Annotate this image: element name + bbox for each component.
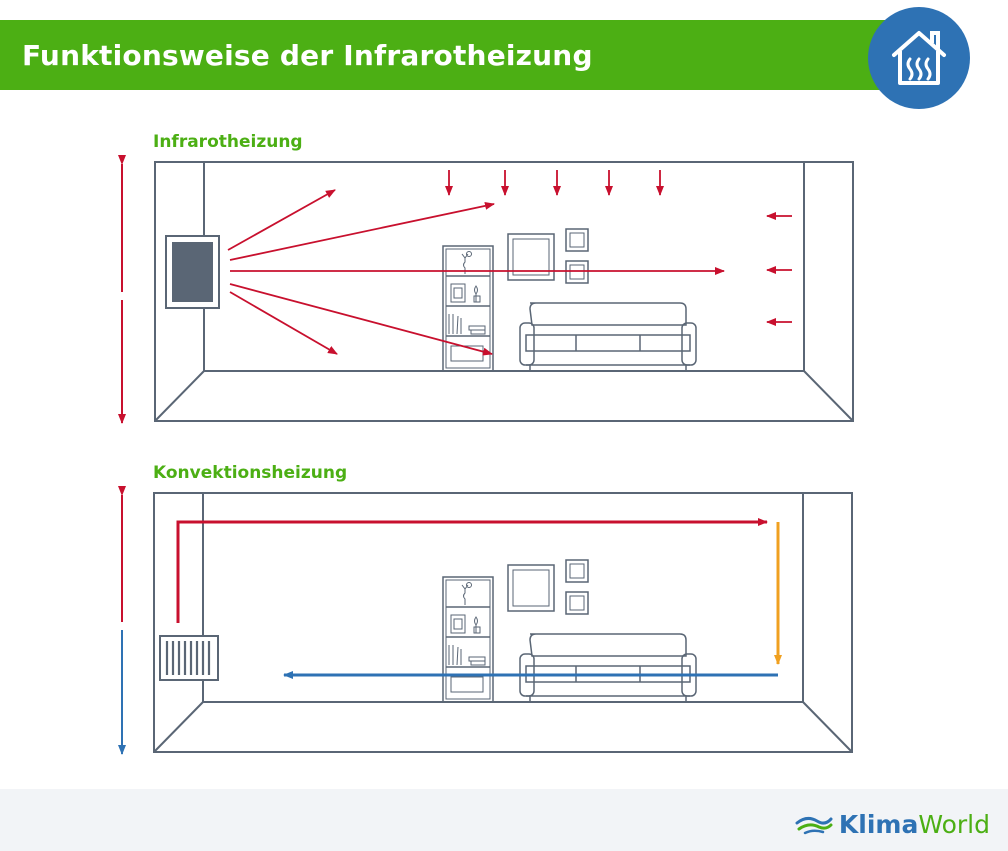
logo-world-text: World (918, 809, 990, 839)
page-title: Funktionsweise der Infrarotheizung (22, 39, 593, 72)
picture-frames (507, 228, 589, 284)
house-heat-icon (868, 7, 970, 109)
infrared-room (118, 155, 854, 424)
convection-section-label: Konvektionsheizung (153, 463, 348, 483)
convection-room (118, 486, 853, 755)
radiator (159, 635, 219, 681)
infrared-panel (165, 235, 220, 309)
logo-klima-text: Klima (838, 809, 919, 839)
footer (0, 789, 1008, 851)
infrared-section-label: Infrarotheizung (153, 132, 303, 152)
picture-frames (507, 559, 589, 615)
sofa (519, 633, 697, 703)
klimaworld-wave-icon (795, 816, 833, 835)
convection-airflow-arrows (176, 518, 782, 679)
header-bar (0, 20, 905, 90)
bookshelf (442, 576, 494, 703)
infrared-radiation-arrows (227, 170, 792, 356)
heating-diagram (118, 155, 854, 755)
sofa (519, 302, 697, 372)
